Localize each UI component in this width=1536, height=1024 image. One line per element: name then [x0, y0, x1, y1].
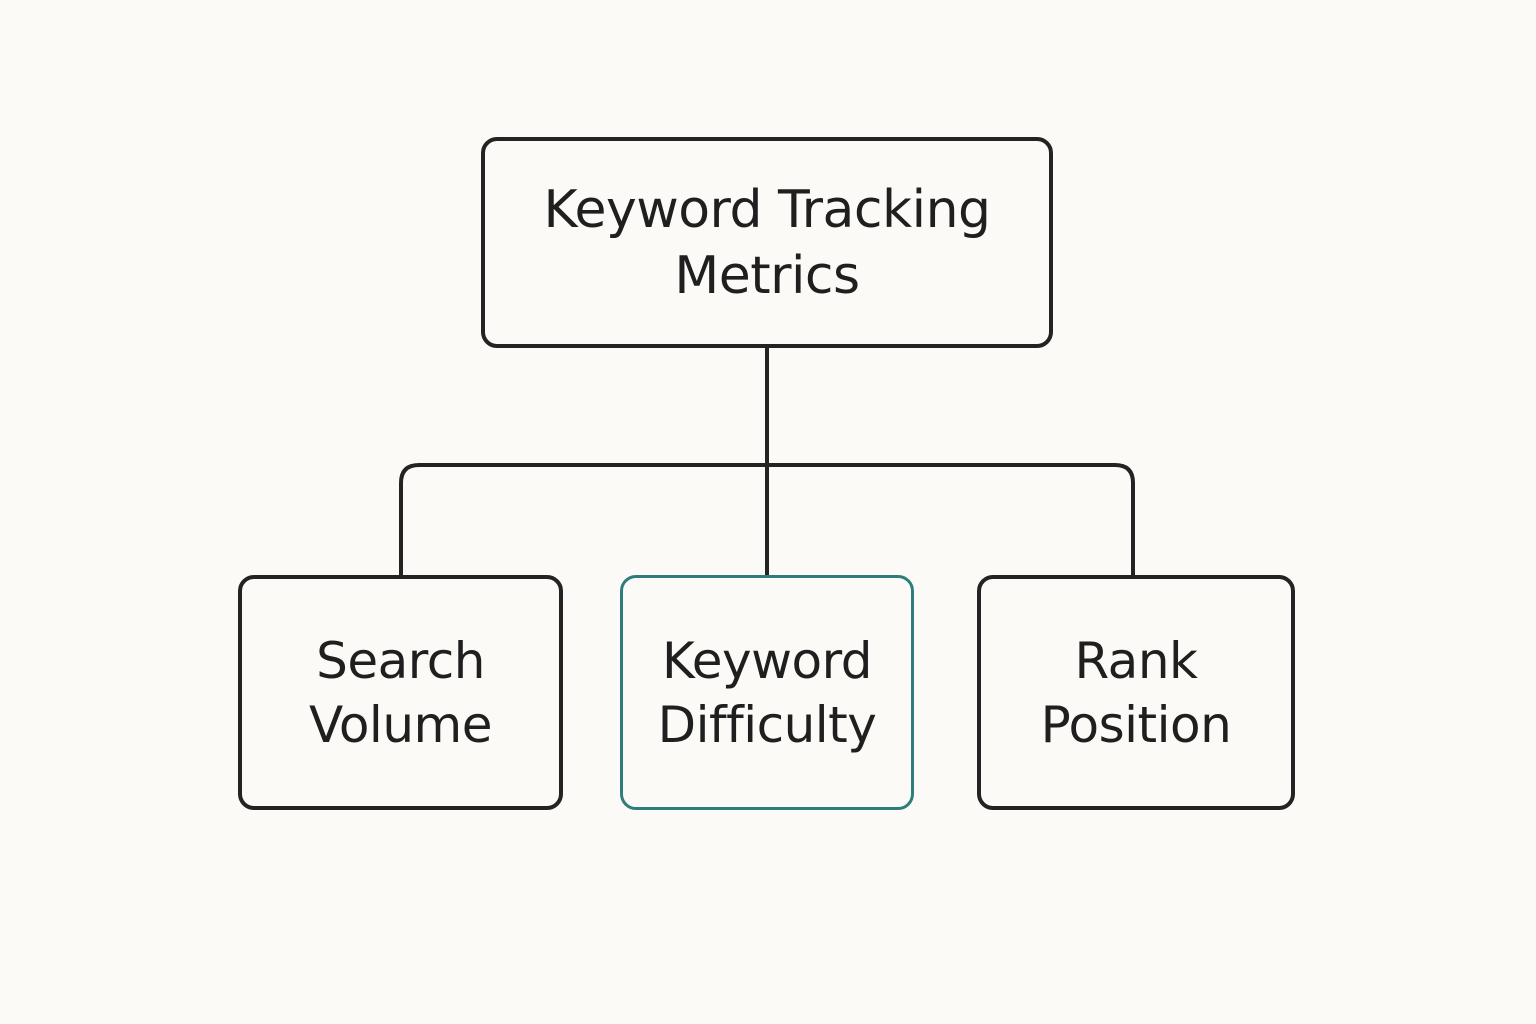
- child-node-rank-position: Rank Position: [977, 575, 1295, 810]
- child-node-label: Search Volume: [309, 631, 492, 754]
- child-node-search-volume: Search Volume: [238, 575, 563, 810]
- horizontal-branch-connector: [399, 463, 1135, 578]
- child-node-keyword-difficulty: Keyword Difficulty: [620, 575, 914, 810]
- root-node: Keyword Tracking Metrics: [481, 137, 1053, 348]
- child-node-label: Rank Position: [1040, 631, 1232, 754]
- child-node-label: Keyword Difficulty: [657, 631, 877, 754]
- root-node-label: Keyword Tracking Metrics: [543, 179, 991, 306]
